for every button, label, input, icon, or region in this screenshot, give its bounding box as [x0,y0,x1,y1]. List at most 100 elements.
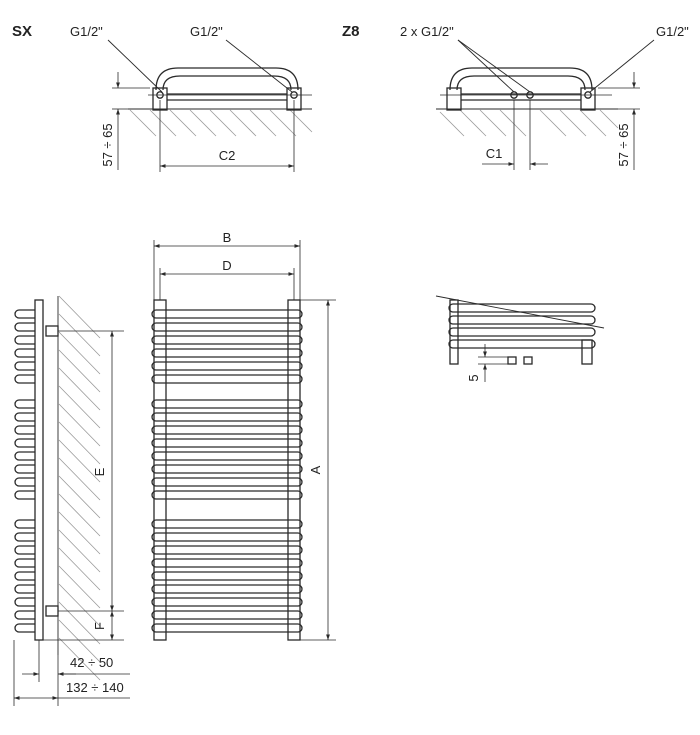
sx-right-thread-label: G1/2" [190,24,223,39]
side-hatch-line [58,475,101,519]
side-loop-8 [14,412,35,422]
detail-tubes [448,303,596,349]
front-tube-14 [151,490,303,500]
sx-label: SX [12,23,32,40]
front-tube-23 [151,623,303,633]
front-tube-10 [151,438,303,448]
side-loop-19 [14,571,35,581]
side-loop-10 [14,438,35,448]
side-loop-3 [14,335,35,345]
front-tube-8 [151,412,303,422]
detail-break-line [435,295,605,329]
sx-left-leader [107,39,163,93]
front-tube-6 [151,374,303,384]
front-tube-19 [151,571,303,581]
side-hatch-line [58,565,101,609]
side-hatch-line [58,295,101,339]
side-hatch-line [58,601,101,645]
side-loop-7 [14,399,35,409]
side-loop-21 [14,597,35,607]
side-gap-label: 42 ÷ 50 [70,655,113,670]
front-left-collector [153,299,167,641]
side-f-label: F [92,622,107,630]
side-hatch-line [58,421,101,465]
front-tube-5 [151,361,303,371]
side-e-label: E [92,467,107,476]
side-hatch-line [58,403,101,447]
z8-wall-hatch [436,108,619,137]
front-tube-3 [151,335,303,345]
z8-inner-bend [456,75,586,91]
front-b-label: B [223,230,232,245]
z8-right-post [580,87,596,111]
side-total-label: 132 ÷ 140 [66,680,124,695]
side-hatch-line [58,493,101,537]
side-hatch-line [58,331,101,375]
side-loop-14 [14,490,35,500]
front-tube-4 [151,348,303,358]
sx-left-thread-label: G1/2" [70,24,103,39]
side-loop-15 [14,519,35,529]
front-tube-18 [151,558,303,568]
z8-right-thread-label: G1/2" [656,24,689,39]
front-tube-17 [151,545,303,555]
side-loop-13 [14,477,35,487]
side-hatch-line [58,367,101,411]
z8-center-thread-label: 2 x G1/2" [400,24,454,39]
side-loop-1 [14,309,35,319]
front-d-label: D [222,258,231,273]
side-loop-4 [14,348,35,358]
z8-outer-bend [449,67,593,91]
side-loop-23 [14,623,35,633]
front-tube-1 [151,309,303,319]
z8-depth-label: 57 ÷ 65 [616,123,631,166]
front-tube-12 [151,464,303,474]
side-hatch-line [58,439,101,483]
detail-tube-1 [448,303,596,313]
front-tube-11 [151,451,303,461]
detail-view: 5 [435,295,605,382]
side-loop-2 [14,322,35,332]
z8-leader-2 [457,39,531,93]
side-hatch-line [58,457,101,501]
side-hatch-line [58,637,101,681]
side-loop-11 [14,451,35,461]
detail-valve-1 [507,356,517,365]
side-loop-22 [14,610,35,620]
side-loop-20 [14,584,35,594]
sx-wall-hatch [128,108,313,137]
front-tube-2 [151,322,303,332]
z8-label: Z8 [342,23,360,40]
side-hatch-line [58,583,101,627]
sx-outer-bend [155,67,299,91]
front-tube-9 [151,425,303,435]
side-hatch-line [58,511,101,555]
detail-tube-3 [448,327,596,337]
sx-right-leader [225,39,293,93]
sx-inner-bend [162,75,292,91]
z8-top-view: Z8 2 x G1/2" G1/2" C1 [342,23,689,170]
side-loop-16 [14,532,35,542]
sx-top-view: SX G1/2" G1/2" [12,23,313,172]
front-tube-7 [151,399,303,409]
detail-right-collector [581,339,593,365]
front-tube-22 [151,610,303,620]
front-view: B D A [151,230,336,641]
detail-gap-label: 5 [466,374,481,381]
detail-tube-4 [448,339,596,349]
side-loop-12 [14,464,35,474]
front-a-label: A [308,465,323,474]
side-wall-hatch [58,295,101,681]
side-hatch-line [58,619,101,663]
z8-leader-1 [457,39,515,93]
sx-c2-label: C2 [219,148,236,163]
side-hatch-line [58,349,101,393]
front-tubes [151,309,303,633]
side-hatch-line [58,547,101,591]
side-hatch-line [58,313,101,357]
front-right-collector [287,299,301,641]
side-collector [34,299,44,641]
detail-left-collector [449,299,459,365]
z8-right-leader [589,39,655,93]
